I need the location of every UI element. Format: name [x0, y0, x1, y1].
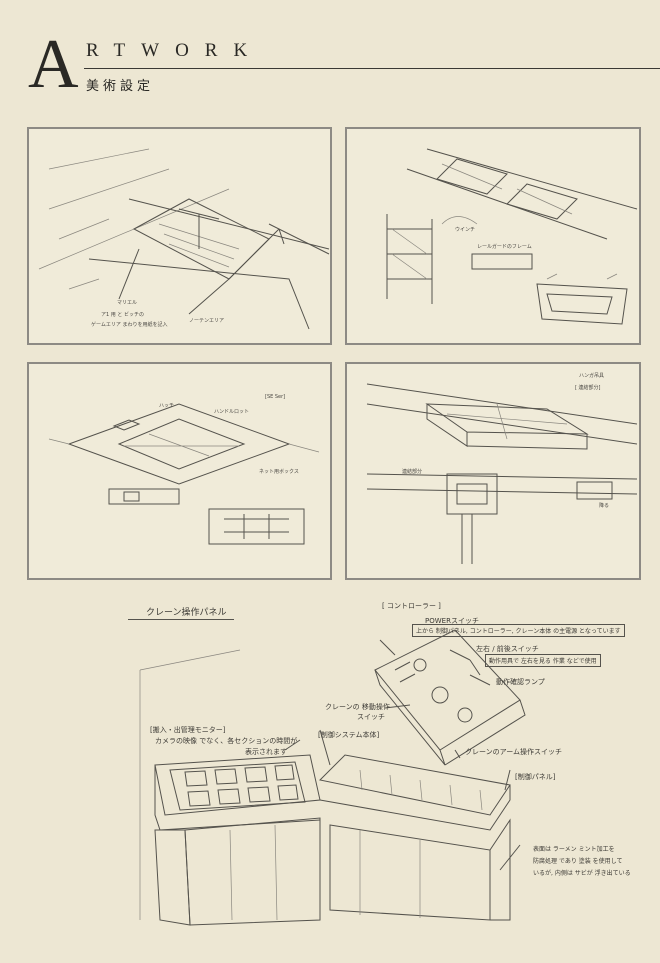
- lr-switch-label: 左右 / 前後スイッチ: [476, 645, 539, 653]
- monitor-label-2: カメラの映像 でなく、各セクションの時間が: [155, 737, 298, 745]
- lr-switch-note: 動作用具で 左右を見る 作業 などで使用: [485, 654, 601, 667]
- se-ser-note: [SE Ser]: [265, 394, 286, 400]
- rail-frame-note: レールガードのフレーム: [477, 244, 532, 250]
- note-2: ア1 用 と ビッチの: [101, 312, 144, 318]
- move-switch-label-2: スイッチ: [357, 713, 385, 721]
- power-switch-note: 上から 制御パネル, コントローラー, クレーン本体 の主電源 となっています: [412, 624, 625, 637]
- joint-note: 連結部分: [402, 469, 423, 475]
- ceiling-sketch-2: [386, 148, 638, 325]
- arm-switch-label: クレーンのアーム操作スイッチ: [465, 748, 563, 756]
- crane-panel-section: クレーン操作パネル [ コントローラー ] POWERスイッチ 上から 制御パネ…: [0, 590, 660, 963]
- controller-label: [ コントローラー ]: [382, 602, 441, 610]
- sketch-panel-2: ウインチ レールガードのフレーム: [345, 127, 641, 345]
- note-3: ゲームエリア まわりを用紙を記入: [91, 322, 168, 328]
- note-4: ノーテンエリア: [189, 318, 225, 324]
- crane-panel-title: クレーン操作パネル: [146, 608, 227, 618]
- hatch-note: ハッチ: [159, 403, 175, 409]
- sketch-panel-3: ハッチ [SE Ser] ハンドルロット ネット用ボックス: [27, 362, 332, 580]
- title-initial: A: [28, 26, 79, 103]
- confirm-lamp-label: 動作確認ランプ: [496, 678, 545, 686]
- sketch-panel-1: マリエル ア1 用 と ビッチの ゲームエリア まわりを用紙を記入 ノーテンエリ…: [27, 127, 332, 345]
- note-1: マリエル: [117, 300, 138, 306]
- hatch-sketch: [48, 403, 320, 545]
- power-switch-label: POWERスイッチ: [425, 617, 479, 625]
- page-title: RTWORK: [86, 40, 264, 61]
- hanger-note: ハンガ吊具: [579, 373, 605, 379]
- handle-note: ハンドルロット: [214, 409, 250, 415]
- winch-note: ウインチ: [455, 227, 476, 233]
- control-panel-label: [制御パネル]: [515, 773, 556, 781]
- surface-note-3: いるが, 内側は サビが 浮き出ている: [533, 870, 631, 877]
- control-system-label: [制御システム本体]: [318, 731, 380, 739]
- drop-note: 降る: [599, 503, 610, 509]
- move-switch-label-1: クレーンの 移動操作: [325, 703, 390, 711]
- monitor-label-1: [搬入・出管理モニター]: [150, 726, 226, 734]
- surface-note-1: 表面は ラーメン ミント加工を: [533, 846, 615, 853]
- control-desk-sketch: [139, 629, 526, 926]
- page-subtitle: 美術設定: [86, 79, 155, 94]
- joint-box-note: [ 連結部分]: [575, 385, 601, 391]
- hanger-sketch: [366, 383, 638, 564]
- net-box-note: ネット用ボックス: [259, 469, 299, 475]
- sketch-panel-4: ハンガ吊具 [ 連結部分] 連結部分 降る: [345, 362, 641, 580]
- surface-note-2: 防腐処理 であり 塗装 を使用して: [533, 858, 623, 865]
- header-rule: [84, 68, 660, 69]
- ceiling-sketch-1: [38, 148, 330, 330]
- monitor-label-3: 表示されます: [245, 748, 287, 756]
- crane-title-underline: [128, 619, 234, 620]
- page-header: A RTWORK 美術設定: [0, 0, 660, 110]
